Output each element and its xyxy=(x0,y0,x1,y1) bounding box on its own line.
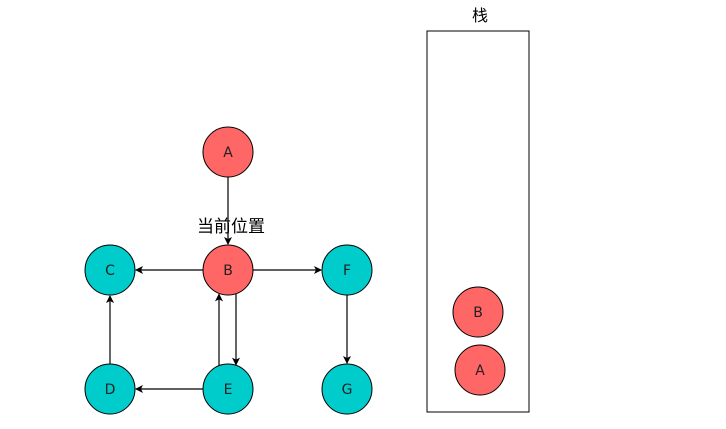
stack-item-label: A xyxy=(475,363,485,379)
node-D[interactable]: D xyxy=(84,363,136,415)
node-E[interactable]: E xyxy=(202,363,254,415)
current-position-label: 当前位置 xyxy=(197,217,265,237)
node-C[interactable]: C xyxy=(84,244,136,296)
nodes: A B C D E F G xyxy=(84,126,373,415)
node-circle xyxy=(84,244,136,296)
node-label: E xyxy=(224,382,233,398)
node-circle xyxy=(84,363,136,415)
stack-item-A: A xyxy=(454,344,506,396)
stack-item-label: B xyxy=(473,305,483,321)
node-circle xyxy=(202,363,254,415)
node-label: G xyxy=(342,382,353,398)
stack-item-circle xyxy=(454,344,506,396)
stack-title: 栈 xyxy=(472,6,488,25)
node-label: C xyxy=(105,263,115,279)
node-label: A xyxy=(223,145,233,161)
node-circle xyxy=(321,363,373,415)
node-label: B xyxy=(223,263,233,279)
node-label: F xyxy=(343,263,351,279)
stack-item-B: B xyxy=(452,286,504,338)
node-F[interactable]: F xyxy=(321,244,373,296)
node-label: D xyxy=(105,382,116,398)
node-circle xyxy=(321,244,373,296)
node-G[interactable]: G xyxy=(321,363,373,415)
stack-item-circle xyxy=(452,286,504,338)
node-circle xyxy=(202,126,254,178)
node-B[interactable]: B xyxy=(202,244,254,296)
node-circle xyxy=(202,244,254,296)
node-A[interactable]: A xyxy=(202,126,254,178)
edges xyxy=(106,177,351,393)
stack-items: BA xyxy=(452,286,506,396)
stack-box xyxy=(426,30,530,413)
